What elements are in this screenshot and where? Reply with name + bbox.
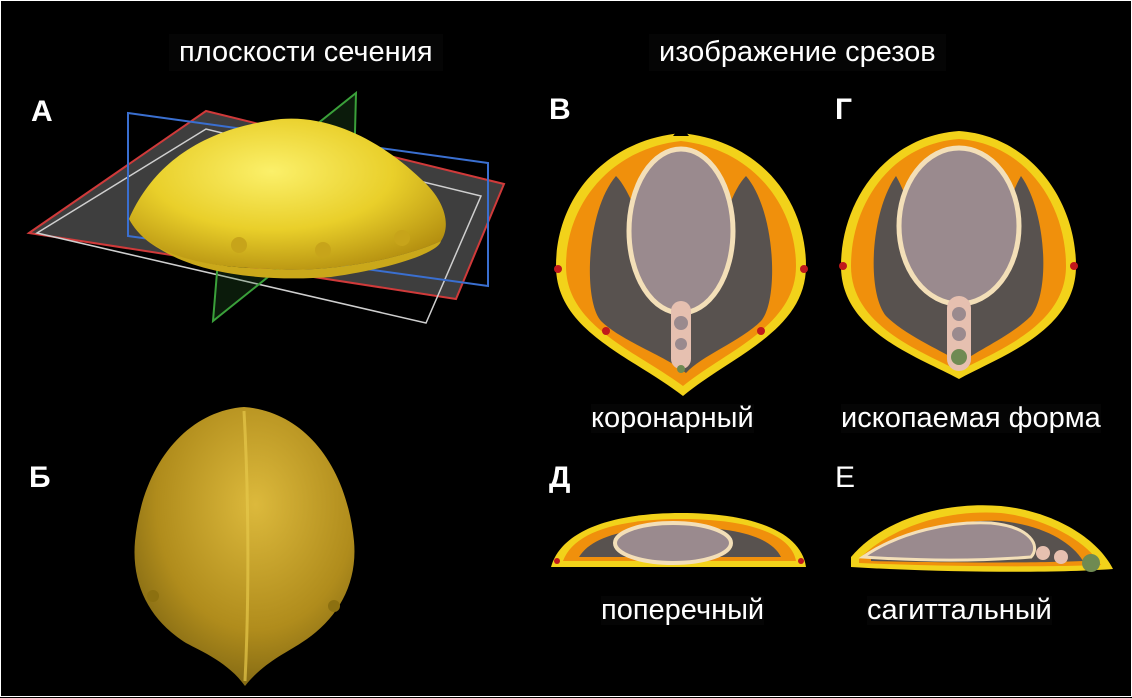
canal-chamber (674, 316, 688, 330)
red-dot (554, 265, 562, 273)
red-dot (798, 558, 804, 564)
caption-transverse: поперечный (601, 596, 764, 625)
red-dot (602, 327, 610, 335)
apex-spine (673, 126, 689, 136)
rim-knob (147, 590, 159, 602)
panel-b-model (134, 407, 354, 686)
canal (671, 301, 691, 369)
caption-fossil: ископаемая форма (841, 404, 1101, 433)
section-sagittal (851, 505, 1113, 572)
rim-knob (231, 237, 247, 253)
rim-knob (328, 600, 340, 612)
red-dot (839, 262, 847, 270)
caption-sagittal: сагиттальный (867, 596, 1052, 625)
red-dot (800, 265, 808, 273)
inner-cavity (899, 148, 1019, 304)
canal-chamber (1036, 546, 1050, 560)
green-dot (677, 365, 685, 373)
red-dot (1070, 262, 1078, 270)
section-transverse (551, 513, 806, 567)
panel-letter-b: Б (29, 463, 51, 493)
canal-chamber (675, 338, 687, 350)
panel-letter-a: А (31, 97, 53, 127)
inner-cavity (629, 149, 733, 313)
canal-chamber (952, 327, 966, 341)
heading-sections: изображение срезов (649, 34, 946, 71)
section-coronal (554, 126, 808, 396)
rim-knob (315, 242, 331, 258)
green-dot (951, 349, 967, 365)
rim-knob (394, 230, 410, 246)
red-dot (757, 327, 765, 335)
panel-a-model (29, 93, 504, 323)
canal-chamber (952, 307, 966, 321)
caption-coronal: коронарный (591, 404, 754, 433)
panel-letter-e: Е (835, 463, 855, 493)
canal-chamber (1054, 550, 1068, 564)
green-dot (1082, 554, 1100, 572)
section-fossil (839, 131, 1078, 379)
panel-letter-d: Д (549, 463, 570, 493)
heading-planes: плоскости сечения (169, 34, 443, 71)
inner-cavity (615, 523, 731, 563)
red-dot (554, 558, 560, 564)
panel-letter-v: В (549, 95, 571, 125)
panel-letter-g: Г (835, 95, 852, 125)
